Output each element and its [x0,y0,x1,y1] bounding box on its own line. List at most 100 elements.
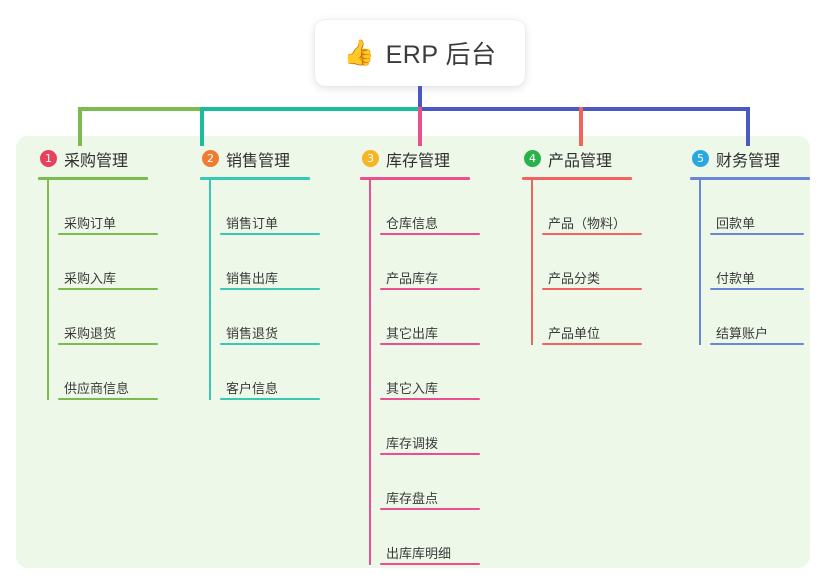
branch-spine [369,180,371,565]
leaf-node[interactable]: 仓库信息 [371,180,510,235]
leaf-node-label: 库存调拨 [386,436,439,451]
branch-underline [200,177,310,180]
leaf-underline [380,398,480,400]
leaf-node[interactable]: 出库库明细 [371,510,510,565]
leaf-node[interactable]: 产品单位 [533,290,672,345]
branch-items: 销售订单销售出库销售退货客户信息 [200,180,350,400]
leaf-underline [58,233,158,235]
leaf-node[interactable]: 库存盘点 [371,455,510,510]
leaf-underline [380,288,480,290]
leaf-node[interactable]: 供应商信息 [49,345,188,400]
leaf-node[interactable]: 采购订单 [49,180,188,235]
connector-drop-2 [200,107,204,146]
branch-number-badge: 2 [202,150,219,167]
leaf-underline [542,343,642,345]
diagram-panel [16,136,810,568]
leaf-node[interactable]: 结算账户 [701,290,825,345]
connector-drop-4 [579,107,583,146]
leaf-underline [710,343,804,345]
connector-bar-segment-1 [78,107,200,111]
root-node-label: ERP 后台 [385,41,497,69]
branch-number-badge: 1 [40,150,57,167]
leaf-node[interactable]: 回款单 [701,180,825,235]
thumbs-up-icon: 👍 [343,38,375,67]
leaf-node[interactable]: 销售出库 [211,235,350,290]
leaf-node-label: 其它出库 [386,326,439,341]
leaf-node-label: 其它入库 [386,381,439,396]
branch-items: 产品（物料） 产品分类产品单位 [522,180,672,345]
leaf-underline [542,233,642,235]
branch-title: 采购管理 [64,152,129,170]
leaf-underline [380,563,480,565]
branch-underline [38,177,148,180]
leaf-node-label: 产品（物料） [548,216,627,231]
leaf-node[interactable]: 销售订单 [211,180,350,235]
leaf-node-label: 结算账户 [716,326,769,341]
leaf-underline [58,288,158,290]
branch-title: 产品管理 [548,152,613,170]
branch-header-1[interactable]: 1 采购管理 [38,146,188,171]
branch-number-badge: 4 [524,150,541,167]
leaf-node-label: 客户信息 [226,381,279,396]
leaf-node-label: 销售出库 [226,271,279,286]
leaf-underline [380,453,480,455]
branch-column-1: 1 采购管理采购订单采购入库采购退货供应商信息 [38,146,188,400]
leaf-node[interactable]: 客户信息 [211,345,350,400]
branch-items: 回款单付款单结算账户 [690,180,825,345]
leaf-node-label: 采购订单 [64,216,117,231]
connector-root-stem [418,86,422,109]
leaf-node-label: 仓库信息 [386,216,439,231]
leaf-node-label: 回款单 [716,216,756,231]
connector-drop-5 [746,107,750,146]
leaf-node-label: 采购入库 [64,271,117,286]
branch-header-4[interactable]: 4 产品管理 [522,146,672,171]
leaf-node-label: 产品分类 [548,271,601,286]
leaf-underline [710,288,804,290]
branch-underline [690,177,810,180]
leaf-underline [220,398,320,400]
branch-header-2[interactable]: 2 销售管理 [200,146,350,171]
leaf-node[interactable]: 产品（物料） [533,180,672,235]
branch-number-badge: 5 [692,150,709,167]
leaf-underline [220,288,320,290]
leaf-node[interactable]: 其它入库 [371,345,510,400]
leaf-underline [58,398,158,400]
root-node-content: 👍 ERP 后台 [343,35,496,71]
leaf-node[interactable]: 采购入库 [49,235,188,290]
leaf-underline [542,288,642,290]
branch-items: 仓库信息产品库存其它出库其它入库库存调拨库存盘点出库库明细 [360,180,510,565]
connector-bar-segment-3 [418,107,750,111]
branch-spine [209,180,211,400]
root-node[interactable]: 👍 ERP 后台 [315,20,525,86]
branch-underline [522,177,632,180]
leaf-underline [380,233,480,235]
leaf-node-label: 销售退货 [226,326,279,341]
leaf-underline [380,343,480,345]
branch-underline [360,177,470,180]
leaf-node-label: 销售订单 [226,216,279,231]
leaf-node-label: 出库库明细 [386,546,452,561]
connector-drop-1 [78,107,82,146]
connector-drop-3 [418,107,422,146]
leaf-node-label: 采购退货 [64,326,117,341]
leaf-node[interactable]: 库存调拨 [371,400,510,455]
leaf-underline [58,343,158,345]
leaf-node-label: 付款单 [716,271,756,286]
leaf-node[interactable]: 产品库存 [371,235,510,290]
leaf-underline [710,233,804,235]
leaf-node-label: 产品库存 [386,271,439,286]
branch-number-badge: 3 [362,150,379,167]
leaf-node[interactable]: 采购退货 [49,290,188,345]
leaf-node[interactable]: 付款单 [701,235,825,290]
leaf-node[interactable]: 销售退货 [211,290,350,345]
leaf-node-label: 库存盘点 [386,491,439,506]
leaf-node[interactable]: 产品分类 [533,235,672,290]
leaf-underline [380,508,480,510]
branch-title: 销售管理 [226,152,291,170]
leaf-node[interactable]: 其它出库 [371,290,510,345]
branch-spine [531,180,533,345]
